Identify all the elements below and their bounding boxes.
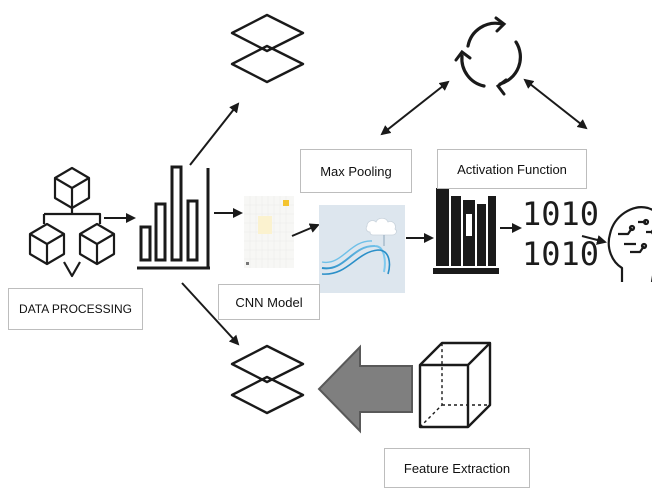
- binary-icon: 1010 1010: [522, 194, 600, 290]
- feature-extraction-label: Feature Extraction: [384, 448, 530, 488]
- arrow-heatmap-to-cloud: [291, 223, 320, 237]
- activation-function-label: Activation Function: [437, 149, 587, 189]
- arrow-cycle-to-activation: [523, 78, 588, 130]
- layers-icon: [230, 344, 305, 415]
- big-left-arrow: [317, 344, 413, 434]
- arrow-binary-to-head: [581, 235, 607, 245]
- arrow-chart-to-bottom-layers: [181, 282, 240, 346]
- cube-icon: [418, 341, 492, 429]
- data-processing-label: DATA PROCESSING: [8, 288, 143, 330]
- cnn-model-label: CNN Model: [218, 284, 320, 320]
- layers-icon: [230, 13, 305, 84]
- ai-head-icon: [607, 206, 652, 282]
- max-pooling-label: Max Pooling: [300, 149, 412, 193]
- heatmap-icon: [244, 196, 294, 268]
- arrow-chart-to-top-layers: [189, 102, 240, 166]
- bar-chart-icon: [137, 165, 210, 270]
- arrow-cycle-to-max-pooling: [380, 80, 450, 136]
- cycle-arrows-icon: [454, 16, 522, 96]
- cloud-cables-image: [319, 205, 405, 293]
- cubes-network-icon: [28, 166, 116, 278]
- binary-line: 1010: [522, 195, 600, 233]
- books-icon: [433, 188, 499, 274]
- binary-line: 1010: [522, 235, 600, 273]
